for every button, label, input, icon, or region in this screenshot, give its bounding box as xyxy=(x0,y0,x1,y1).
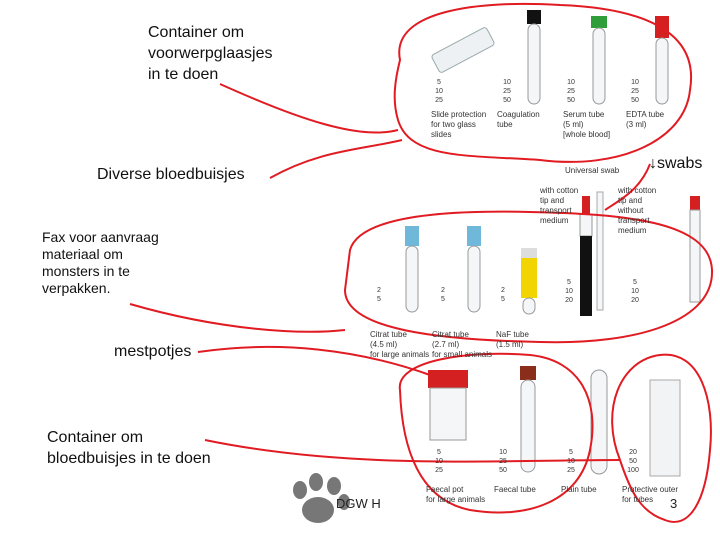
caption-coagulation-tube: Coagulation tube xyxy=(497,110,540,129)
label-slide-container: Container om voorwerpglaasjes in te doen xyxy=(148,24,273,83)
volumes-faecal-pot: 5 10 25 xyxy=(435,449,443,474)
caption-citrat-large: Citrat tube (4.5 ml) for large animals xyxy=(370,330,430,359)
volumes-coagulation: 10 25 50 xyxy=(503,79,511,104)
caption-plain-tube: Plain tube xyxy=(561,485,597,494)
footer-org: DGW H xyxy=(336,496,381,511)
caption-slide-protection: Slide protection for two glass slides xyxy=(431,110,487,139)
caption-swab-with-medium: with cotton tip and transport medium xyxy=(540,186,579,225)
volumes-naf: 2 5 xyxy=(501,287,505,303)
serum-tube-figure xyxy=(591,16,607,105)
volumes-swab-without-medium: 5 10 20 xyxy=(631,279,639,304)
volumes-faecal-tube: 10 25 50 xyxy=(499,449,507,474)
caption-naf-tube: NaF tube (1.5 ml) xyxy=(496,330,529,349)
bottom-left-ring xyxy=(398,352,594,514)
faecal-pot-figure xyxy=(428,370,468,441)
protective-outer-tube-figure xyxy=(649,379,681,477)
swab-without-medium-figure xyxy=(596,191,604,311)
caption-edta-tube: EDTA tube (3 ml) xyxy=(626,110,665,129)
caption-serum-tube: Serum tube (5 ml) [whole blood] xyxy=(563,110,611,139)
pointer-swabs xyxy=(604,163,651,211)
faecal-tube-figure xyxy=(520,366,536,473)
label-stool-pots: mestpotjes xyxy=(114,343,192,360)
label-swabs: ↓swabs xyxy=(649,155,703,172)
label-tube-container: Container om bloedbuisjes in te doen xyxy=(47,429,211,467)
caption-citrat-small: Citrat tube (2.7 ml) for small animals xyxy=(432,330,493,359)
volumes-edta: 10 25 50 xyxy=(631,79,639,104)
volumes-protective-outer: 20 50 100 xyxy=(627,449,639,474)
pointer-stool xyxy=(197,345,431,376)
volumes-swab-with-medium: 5 10 20 xyxy=(565,279,573,304)
label-blood-tubes: Diverse bloedbuisjes xyxy=(97,166,245,183)
slide-protection-figure xyxy=(431,27,495,73)
coagulation-tube-figure xyxy=(527,10,541,105)
pointer-container xyxy=(204,439,621,463)
pointer-fax xyxy=(129,303,346,333)
plain-tube-figure xyxy=(590,369,608,475)
volumes-citrat-small: 2 5 xyxy=(441,287,445,303)
volumes-slide: 5 10 25 xyxy=(435,79,443,104)
pointer-slide xyxy=(219,83,399,134)
citrat-small-tube-figure xyxy=(467,226,481,313)
caption-protective-outer: Protective outer for tubes xyxy=(622,485,679,504)
bottom-right-ring xyxy=(611,353,712,523)
paw-print-icon xyxy=(293,473,350,523)
citrat-large-tube-figure xyxy=(405,226,419,313)
page-number: 3 xyxy=(670,496,678,511)
caption-faecal-tube: Faecal tube xyxy=(494,485,536,494)
volumes-citrat-large: 2 5 xyxy=(377,287,381,303)
volumes-serum: 10 25 50 xyxy=(567,79,575,104)
caption-swab-without-medium: with cotton tip and without transport me… xyxy=(618,186,657,235)
middle-ring xyxy=(343,210,714,344)
label-fax: Fax voor aanvraag materiaal om monsters … xyxy=(42,229,159,296)
volumes-plain-tube: 5 10 25 xyxy=(567,449,575,474)
swab-tube-red-cap-figure xyxy=(689,196,701,303)
caption-faecal-pot: Faecal pot for large animals xyxy=(426,485,486,504)
pointer-blood xyxy=(269,139,403,179)
naf-tube-figure xyxy=(521,248,537,315)
top-ring xyxy=(393,2,693,163)
annotation-rings xyxy=(129,2,714,523)
caption-universal-swab: Universal swab xyxy=(565,166,620,175)
